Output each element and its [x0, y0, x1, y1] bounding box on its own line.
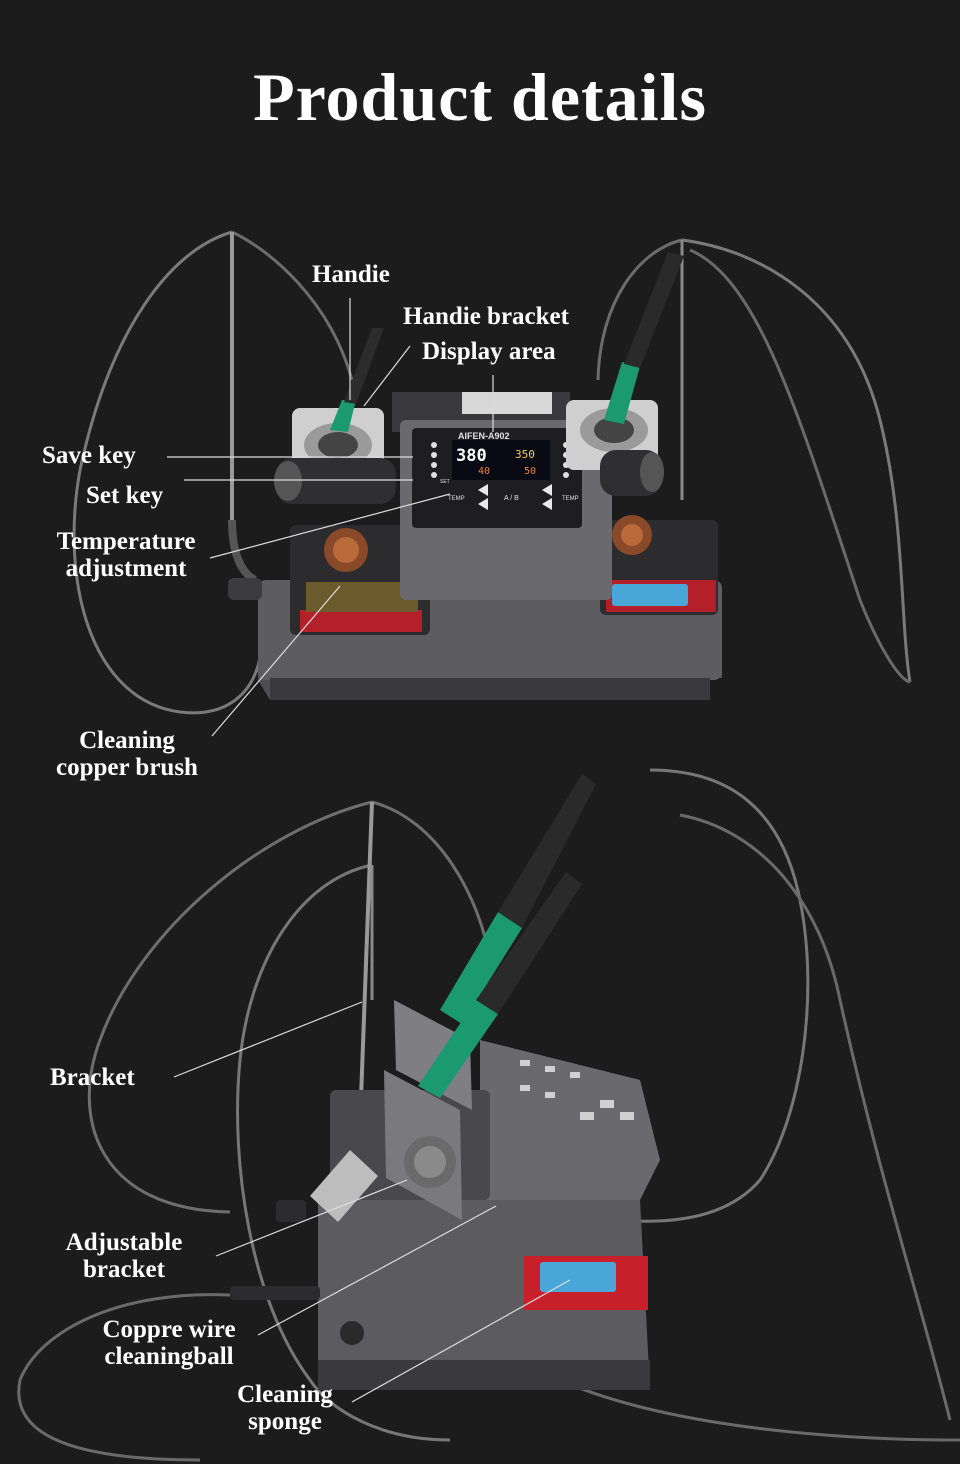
label-save-key: Save key [42, 442, 136, 469]
label-bracket: Bracket [50, 1064, 135, 1091]
label-cleaning-sponge: Cleaning sponge [228, 1381, 342, 1435]
label-adjustable-bracket: Adjustable bracket [56, 1229, 192, 1283]
label-cleaning-sponge-line2: sponge [248, 1408, 322, 1435]
label-set-key: Set key [86, 482, 164, 509]
label-cleaning-sponge-line1: Cleaning [237, 1381, 333, 1408]
label-temperature-adjustment-line2: adjustment [65, 555, 187, 582]
label-copper-wire-cleaningball: Coppre wire cleaningball [92, 1316, 246, 1370]
label-cleaning-copper-brush-line1: Cleaning [79, 727, 175, 754]
label-display-area: Display area [422, 338, 556, 365]
label-adjustable-bracket-line1: Adjustable [65, 1229, 183, 1256]
station-front-photo [72, 230, 912, 715]
label-temperature-adjustment: Temperature adjustment [42, 528, 210, 582]
label-handle-bracket: Handie bracket [403, 303, 569, 330]
page-title: Product details [253, 59, 707, 135]
label-cleaning-copper-brush: Cleaning copper brush [42, 727, 212, 781]
station-side-photo [17, 768, 960, 1462]
label-copper-wire-cleaningball-line2: cleaningball [104, 1343, 234, 1370]
label-adjustable-bracket-line2: bracket [83, 1256, 165, 1283]
label-copper-wire-cleaningball-line1: Coppre wire [102, 1316, 236, 1343]
label-handle: Handie [312, 261, 390, 288]
label-temperature-adjustment-line1: Temperature [56, 528, 196, 555]
label-cleaning-copper-brush-line2: copper brush [56, 754, 198, 781]
leader-lines [167, 298, 571, 1403]
